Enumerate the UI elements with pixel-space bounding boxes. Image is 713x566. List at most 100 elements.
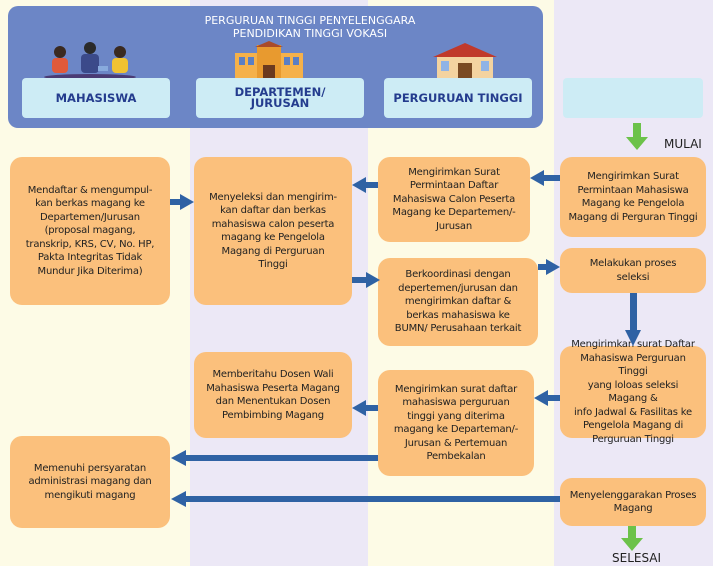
- header-departemen: DEPARTEMEN/ JURUSAN: [196, 78, 364, 118]
- step-text-line: yang loloas seleksi Magang &: [587, 379, 679, 405]
- step-text-line: Mengirimkan Surat: [408, 166, 500, 178]
- step-text-line: mahasiswa calon peserta: [211, 218, 335, 230]
- arrow-shaft: [548, 395, 560, 401]
- step-text-line: Pengelola Magang di: [582, 420, 684, 431]
- header-departemen-line1: DEPARTEMEN/: [234, 85, 326, 99]
- arrow-head-right: [180, 194, 194, 210]
- step-text-line: Mahasiswa Perguruan Tinggi: [580, 352, 686, 378]
- end-arrow-shaft: [628, 526, 636, 540]
- step-text-line: Magang di Perguruan: [221, 245, 325, 257]
- start-arrow-shaft: [633, 123, 641, 138]
- step-text-line: dan Menentukan Dosen: [215, 396, 331, 407]
- step-text-line: Mendaftar & mengumpul-: [27, 184, 153, 196]
- step-text-line: Memenuhi persyaratan: [33, 462, 147, 474]
- arrow-head-right: [546, 259, 560, 275]
- arrow-head-left: [171, 491, 186, 507]
- university-building-icon: [431, 43, 499, 81]
- step-text-line: Permintaan Daftar: [409, 180, 499, 192]
- step-text-line: magang ke Pengelola: [221, 232, 325, 243]
- step-text-line: Berkoordinasi dengan: [405, 269, 511, 281]
- step-text-line: Melakukan proses: [589, 258, 677, 269]
- step-fulfill-requirements: Memenuhi persyaratan administrasi magang …: [10, 436, 170, 528]
- step-text-line: seleksi: [616, 271, 650, 283]
- step-text-line: Magang: [613, 503, 653, 514]
- step-text-line: Magang ke Pengelola: [581, 198, 685, 209]
- header-departemen-line2: JURUSAN: [250, 96, 310, 110]
- arrow-shaft: [366, 405, 378, 411]
- step-register-and-submit: Mendaftar & mengumpul-kan berkas magang …: [10, 157, 170, 305]
- step-text-line: kan daftar dan berkas: [220, 205, 326, 216]
- end-label: SELESAI: [612, 551, 662, 565]
- arrow-shaft: [186, 496, 560, 502]
- step-text-line: Mengirimkan Surat: [587, 171, 679, 182]
- step-text-line: Memberitahu Dosen Wali: [212, 369, 334, 380]
- arrow-head-left: [530, 170, 544, 186]
- step-text-line: Jurusan: [435, 220, 472, 232]
- step-text-line: Tinggi: [258, 259, 288, 270]
- department-building-icon: [231, 41, 307, 81]
- step-text-line: tinggi yang diterima: [407, 410, 505, 422]
- banner-title-line2: PENDIDIKAN TINGGI VOKASI: [232, 27, 388, 40]
- step-text-line: Menyeleksi dan mengirim-: [209, 191, 337, 203]
- start-arrow-head: [626, 137, 648, 150]
- step-text-line: Departemen/Jurusan: [40, 211, 140, 223]
- students-icon: [44, 42, 136, 80]
- step-text-line: Pembimbing Magang: [222, 409, 324, 421]
- step-text-line: Mahasiswa Calon Peserta: [392, 193, 516, 205]
- step-text-line: Perguruan Tinggi: [592, 433, 674, 445]
- step-text-line: mahasiswa perguruan: [402, 397, 510, 408]
- step-text-line: mengirimkan daftar &: [404, 296, 512, 308]
- arrow-head-down: [625, 330, 641, 346]
- step-text-line: berkas mahasiswa ke: [406, 309, 510, 321]
- step-text-line: Pakta Integritas Tidak: [37, 252, 143, 264]
- arrow-shaft: [544, 175, 560, 181]
- step-text-line: BUMN/ Perusahaan terkait: [394, 323, 522, 335]
- arrow-shaft: [538, 264, 546, 270]
- step-text-line: administrasi magang dan: [28, 476, 152, 488]
- step-text-line: Menyelenggarakan Proses: [569, 489, 697, 501]
- header-perguruan-label: PERGURUAN TINGGI: [393, 90, 523, 105]
- step-text-line: magang ke Departeman/-: [393, 424, 519, 435]
- step-text-line: Magang di Perguran Tinggi: [568, 211, 698, 223]
- arrow-head-left: [171, 450, 186, 466]
- step-text-line: kan berkas magang ke: [35, 198, 145, 210]
- step-text-line: depertemen/jurusan dan: [398, 282, 518, 294]
- banner-title-line1: PERGURUAN TINGGI PENYELENGGARA: [204, 14, 416, 27]
- arrow-head-right: [366, 272, 380, 288]
- arrow-shaft: [352, 277, 366, 283]
- arrow-shaft: [170, 199, 180, 205]
- arrow-shaft: [186, 455, 378, 461]
- end-arrow-head: [621, 538, 643, 551]
- step-text-line: transkrip, KRS, CV, No. HP,: [25, 238, 155, 250]
- step-text-line: Magang ke Departemen/-: [392, 207, 516, 219]
- step-text-line: Jurusan & Pertemuan: [404, 437, 508, 449]
- step-text-line: Permintaan Mahasiswa: [577, 184, 689, 196]
- header-mahasiswa: MAHASISWA: [22, 78, 170, 118]
- header-perguruan: PERGURUAN TINGGI: [384, 78, 532, 118]
- header-fourth: [563, 78, 703, 118]
- step-text-line: mengikuti magang: [44, 489, 136, 501]
- arrow-shaft: [630, 293, 637, 331]
- arrow-head-left: [352, 177, 366, 193]
- step-select-and-send: Menyeleksi dan mengirim-kan daftar dan b…: [194, 157, 352, 305]
- arrow-head-left: [352, 400, 366, 416]
- step-text-line: Mengirimkan surat daftar: [394, 383, 518, 395]
- start-label: MULAI: [664, 137, 702, 151]
- arrow-shaft: [366, 182, 378, 188]
- step-text-line: (proposal magang,: [44, 225, 136, 237]
- step-selection-process: Melakukan proses seleksi: [560, 248, 706, 293]
- step-text-line: Pembekalan: [426, 451, 486, 462]
- step-text-line: Mahasiswa Peserta Magang: [206, 382, 340, 394]
- step-text-line: info Jadwal & Fasilitas ke: [574, 406, 692, 418]
- header-mahasiswa-label: MAHASISWA: [55, 90, 137, 105]
- arrow-head-left: [534, 390, 548, 406]
- step-send-accepted-to-department: Mengirimkan surat daftar mahasiswa pergur…: [378, 370, 534, 476]
- step-text-line: Mundur Jika Diterima): [37, 265, 143, 277]
